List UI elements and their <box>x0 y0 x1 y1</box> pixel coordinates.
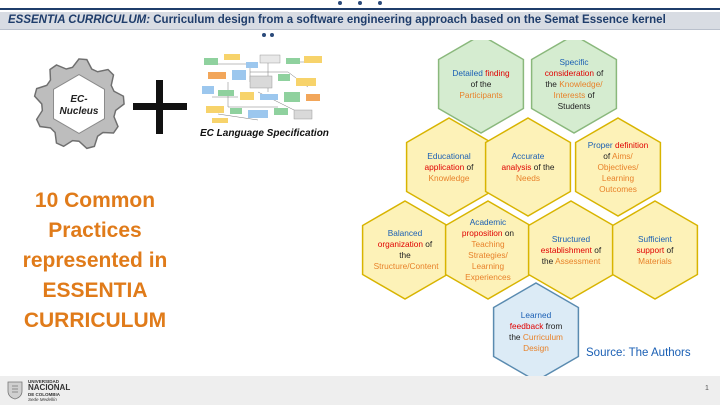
practice-label-part: feedback <box>509 321 544 331</box>
practice-label-part: of the <box>470 78 492 89</box>
header-rule <box>0 8 720 10</box>
practice-label-part: on <box>502 228 515 238</box>
practice-label-considerations: Specific consideration of the Knowledge/… <box>543 57 606 112</box>
practice-label-participants: Detailed finding of the Participants <box>450 68 513 101</box>
practice-label-part: of the <box>399 239 433 260</box>
university-campus: Sede Medellín <box>28 397 57 402</box>
practice-hexagon-participants <box>437 34 525 134</box>
practice-label-part: of <box>603 150 612 161</box>
practice-label-part: Knowledge <box>428 172 470 183</box>
practice-label-part: Curriculum Design <box>522 332 563 353</box>
slide-title-italic: ESSENTIA CURRICULUM: <box>8 14 151 26</box>
practice-label-structure: Balanced organization of the Structure/C… <box>373 228 439 272</box>
practice-label-aims: Proper definition of Aims/ Objectives/ L… <box>587 140 650 195</box>
practices-honeycomb: Detailed finding of the Participants Spec… <box>355 34 705 382</box>
practice-label-part: Specific <box>559 56 589 67</box>
practice-label-part: Structure/Content <box>373 261 439 271</box>
university-name: UNIVERSIDAD NACIONAL DE COLOMBIA Sede Me… <box>28 379 70 402</box>
practices-title: 10 Common Practices represented in ESSEN… <box>0 186 190 336</box>
university-line2: NACIONAL <box>28 383 71 392</box>
practice-label-teaching: Academic proposition on Teaching Strateg… <box>457 217 520 283</box>
practice-label-part: of the <box>541 244 602 266</box>
honeycomb-shapes <box>361 34 699 382</box>
practice-label-part: Balanced <box>387 228 423 238</box>
practice-label-part: of <box>464 161 474 172</box>
practices-title-line: Practices <box>48 219 142 242</box>
university-line1: UNIVERSIDAD <box>28 379 60 384</box>
practice-label-part: proposition <box>461 228 503 238</box>
practice-label-part: Aims/ Objectives/ Learning Outcomes <box>597 150 639 194</box>
practice-label-knowledge: Educational application of Knowledge <box>418 151 481 184</box>
practice-label-part: of the <box>531 161 555 172</box>
nucleus-label: EC- Nucleus <box>54 94 104 118</box>
practice-label-part: application <box>424 161 465 172</box>
practice-hexagon-aims <box>574 117 662 217</box>
practice-label-needs: Accurate analysis of the Needs <box>497 151 560 184</box>
practice-label-part: Learned <box>520 310 552 320</box>
practice-label-part: of Students <box>557 89 595 111</box>
plus-icon <box>133 80 187 134</box>
practice-hexagon-needs <box>484 117 572 217</box>
header-dots-top <box>338 1 382 7</box>
footer-bar: UNIVERSIDAD NACIONAL DE COLOMBIA Sede Me… <box>0 376 720 405</box>
practice-label-part: consideration <box>544 67 595 78</box>
slide-title-rest: Curriculum design from a software engine… <box>150 14 666 26</box>
practice-label-part: of <box>664 244 674 255</box>
practice-label-part: establishment <box>540 244 592 255</box>
practice-label-part: Materials <box>638 255 672 266</box>
practice-label-part: analysis <box>501 161 532 172</box>
header-banner: ESSENTIA CURRICULUM: Curriculum design f… <box>0 12 720 30</box>
language-spec-label: EC Language Specification <box>200 128 329 139</box>
practices-title-line: ESSENTIA <box>42 279 148 302</box>
practice-label-part: Educational <box>427 150 471 161</box>
practices-title-line: CURRICULUM <box>23 309 167 332</box>
source-caption: Source: The Authors <box>586 347 691 359</box>
practice-label-part: Proper <box>587 139 615 150</box>
gear-icon <box>33 58 125 150</box>
practice-label-part: finding <box>485 67 510 78</box>
practice-label-part: of the <box>545 67 604 89</box>
practice-label-assessment: Structured establishment of the Assessme… <box>540 234 603 267</box>
language-spec-diagram-image <box>198 52 326 126</box>
university-logo-icon <box>7 381 23 400</box>
practice-label-part: from the <box>509 321 563 342</box>
practices-title-line: represented in <box>22 249 168 272</box>
practice-label-part: organization <box>377 239 423 249</box>
practice-label-part: Participants <box>459 89 503 100</box>
practice-label-part: Needs <box>516 172 540 183</box>
practice-label-part: support <box>636 244 665 255</box>
practice-label-part: Academic <box>469 217 507 227</box>
practice-label-part: Detailed <box>452 67 486 78</box>
nucleus-label-line2: Nucleus <box>59 106 99 117</box>
practice-label-part: Assessment <box>555 255 601 266</box>
header-dots-bottom <box>262 33 282 37</box>
practice-hexagon-considerations <box>530 34 618 134</box>
practice-label-part: definition <box>614 139 649 150</box>
practice-label-part: Knowledge/ Interests <box>553 78 603 100</box>
practices-title-line: 10 Common <box>34 189 156 212</box>
practice-hexagon-materials <box>611 200 699 300</box>
practice-label-part: Sufficient <box>638 233 672 244</box>
practice-label-part: Teaching Strategies/ Learning Experience… <box>465 239 511 282</box>
practice-label-part: Structured <box>551 233 591 244</box>
practice-label-feedback: Learned feedback from the Curriculum Des… <box>505 310 568 354</box>
practice-label-part: Accurate <box>511 150 545 161</box>
university-line3: DE COLOMBIA <box>28 392 60 397</box>
page-number: 1 <box>705 385 709 392</box>
slide-title: ESSENTIA CURRICULUM: Curriculum design f… <box>8 14 666 26</box>
practice-label-materials: Sufficient support of Materials <box>624 234 687 267</box>
nucleus-label-line1: EC- <box>70 94 88 105</box>
